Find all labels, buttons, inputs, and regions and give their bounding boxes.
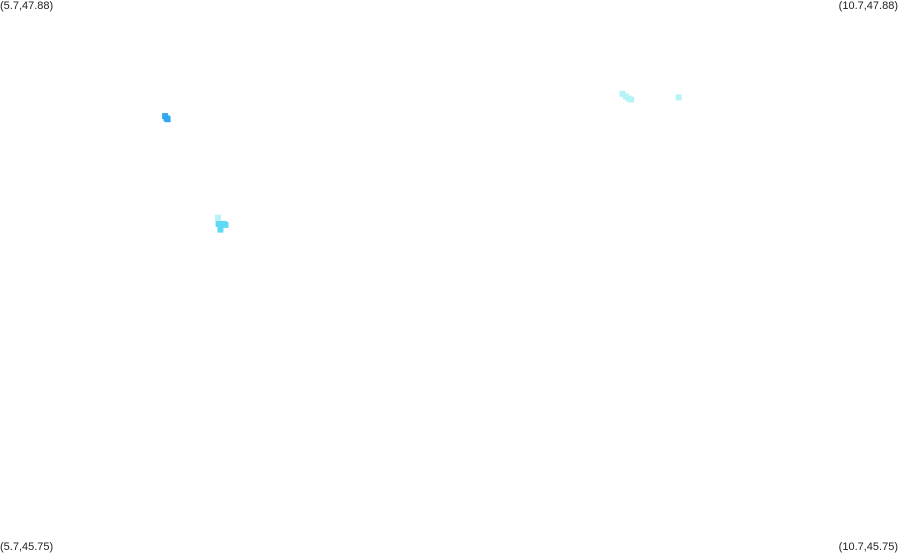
map-point [628, 96, 635, 103]
corner-coordinate-top-left: (5.7,47.88) [0, 0, 54, 12]
map-point [164, 116, 171, 123]
map-point [675, 94, 682, 101]
corner-coordinate-bottom-left: (5.7,45.75) [0, 541, 54, 553]
corner-coordinate-top-right: (10.7,47.88) [838, 0, 898, 12]
map-point [619, 90, 626, 97]
map-point [222, 221, 229, 228]
map-point [214, 214, 221, 221]
map-point [217, 226, 224, 233]
corner-coordinate-bottom-right: (10.7,45.75) [838, 541, 898, 553]
